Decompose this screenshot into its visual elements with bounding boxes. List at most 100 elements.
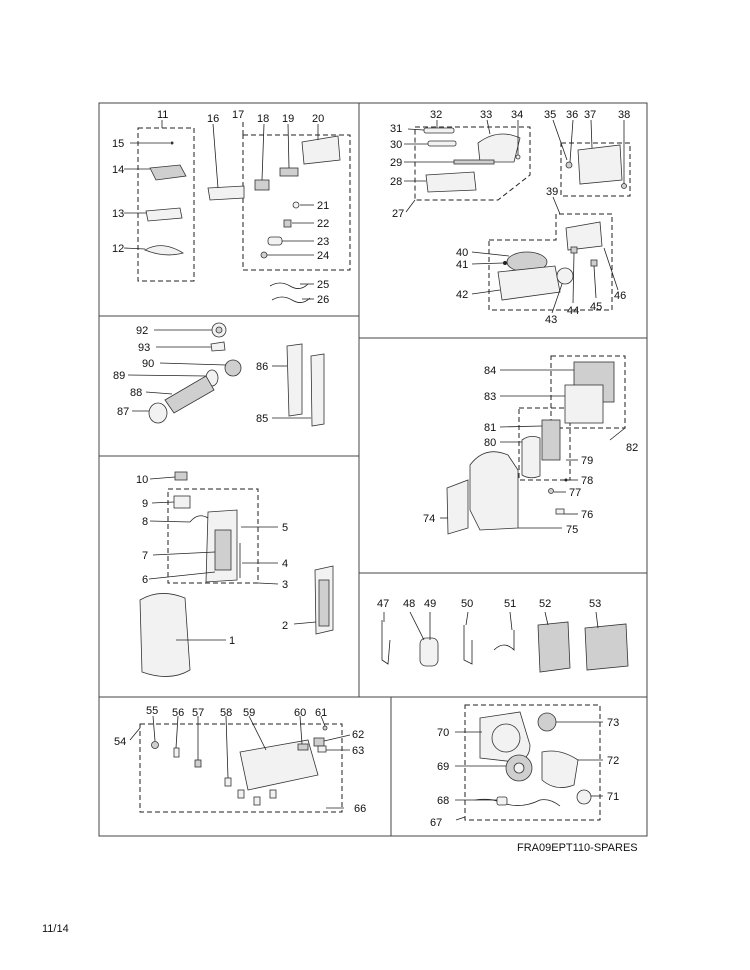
- label-75: 75: [566, 524, 578, 536]
- part-42-volute: [497, 265, 561, 301]
- labels-mid-right: 84 83 81 80 82 79 78 77 76 75 74: [423, 365, 638, 536]
- part-41-nut: [503, 261, 507, 265]
- label-92: 92: [136, 325, 148, 337]
- label-13: 13: [112, 208, 124, 220]
- part-16-panel: [207, 185, 245, 201]
- label-82: 82: [626, 442, 638, 454]
- panel-frames: [98, 102, 648, 837]
- label-57: 57: [192, 707, 204, 719]
- page-number: 11/14: [42, 923, 69, 935]
- part-81-grille: [541, 419, 561, 461]
- label-55: 55: [146, 705, 158, 717]
- labels-refrigeration: 47 48 49 50 51 52 53: [377, 598, 601, 610]
- part-26-wire: [271, 296, 311, 303]
- label-74: 74: [423, 513, 435, 525]
- panel-mid-right: [440, 355, 626, 535]
- label-66: 66: [354, 803, 366, 815]
- label-6: 6: [142, 574, 148, 586]
- label-43: 43: [545, 314, 557, 326]
- part-83-filter: [564, 384, 604, 424]
- part-20-electric-box: [301, 135, 341, 165]
- label-29: 29: [390, 157, 402, 169]
- part-74-filter: [446, 479, 469, 535]
- labels-bottom-right: 70 73 69 72 68 71 67: [430, 717, 619, 829]
- part-30-rod: [427, 140, 457, 147]
- label-90: 90: [142, 358, 154, 370]
- label-9: 9: [142, 498, 148, 510]
- part-19-pcb: [279, 167, 299, 177]
- label-16: 16: [207, 113, 219, 125]
- label-93: 93: [138, 342, 150, 354]
- part-58-casters: [224, 777, 277, 806]
- part-62-switch: [313, 737, 325, 747]
- labels-lower-left: 10 9 8 5 7 4 6 3 1 2: [136, 474, 288, 647]
- label-33: 33: [480, 109, 492, 121]
- label-63: 63: [352, 745, 364, 757]
- label-8: 8: [142, 516, 148, 528]
- part-12-bar: [144, 245, 184, 256]
- part-59-base: [239, 739, 319, 791]
- label-25: 25: [317, 279, 329, 291]
- label-12: 12: [112, 243, 124, 255]
- panel-refrigeration: [381, 611, 629, 673]
- label-72: 72: [607, 755, 619, 767]
- part-53-evaporator: [584, 623, 629, 671]
- labels-mid-left: 92 93 90 89 88 87 86 85: [113, 325, 268, 425]
- label-3: 3: [282, 579, 288, 591]
- part-43-motor: [556, 267, 574, 285]
- part-10-button: [174, 471, 188, 481]
- part-45-clip: [590, 259, 598, 267]
- label-78: 78: [581, 475, 593, 487]
- panel-mid-left: [127, 322, 325, 427]
- label-53: 53: [589, 598, 601, 610]
- panel-top-left: [123, 120, 351, 303]
- label-49: 49: [424, 598, 436, 610]
- label-45: 45: [590, 301, 602, 313]
- label-36: 36: [566, 109, 578, 121]
- label-26: 26: [317, 294, 329, 306]
- label-38: 38: [618, 109, 630, 121]
- label-69: 69: [437, 761, 449, 773]
- label-2: 2: [282, 620, 288, 632]
- part-28-bracket: [425, 171, 477, 193]
- label-84: 84: [484, 365, 496, 377]
- part-29-strip: [453, 159, 495, 165]
- part-38-screw: [621, 183, 627, 189]
- part-25-wire: [269, 282, 309, 289]
- label-1: 1: [229, 635, 235, 647]
- label-67: 67: [430, 817, 442, 829]
- label-86: 86: [256, 361, 268, 373]
- label-61: 61: [315, 707, 327, 719]
- part-9-display: [173, 495, 191, 509]
- part-8-trim: [189, 515, 209, 523]
- part-61-screw: [322, 725, 328, 731]
- label-48: 48: [403, 598, 415, 610]
- label-5: 5: [282, 522, 288, 534]
- part-34-screw: [515, 154, 521, 160]
- panel-bottom-right: [455, 704, 603, 821]
- panel-top-right: [404, 119, 631, 314]
- panel-lower-left: [139, 471, 334, 677]
- label-71: 71: [607, 791, 619, 803]
- label-42: 42: [456, 289, 468, 301]
- label-54: 54: [114, 736, 126, 748]
- part-87-adapter: [148, 402, 168, 424]
- label-14: 14: [112, 164, 124, 176]
- label-22: 22: [317, 218, 329, 230]
- part-56-clip: [173, 747, 180, 758]
- part-24-sensor: [260, 251, 268, 259]
- label-34: 34: [511, 109, 523, 121]
- part-80-louver: [521, 436, 541, 479]
- label-52: 52: [539, 598, 551, 610]
- label-17: 17: [232, 109, 244, 121]
- label-79: 79: [581, 455, 593, 467]
- part-21-clip: [292, 201, 300, 209]
- labels-bottom-left: 54 55 56 57 58 59 60 61 62 63 66: [114, 705, 366, 815]
- label-83: 83: [484, 391, 496, 403]
- part-36-nut: [565, 161, 573, 169]
- label-20: 20: [312, 113, 324, 125]
- label-39: 39: [546, 186, 558, 198]
- label-24: 24: [317, 250, 329, 262]
- part-52-condenser: [537, 621, 571, 673]
